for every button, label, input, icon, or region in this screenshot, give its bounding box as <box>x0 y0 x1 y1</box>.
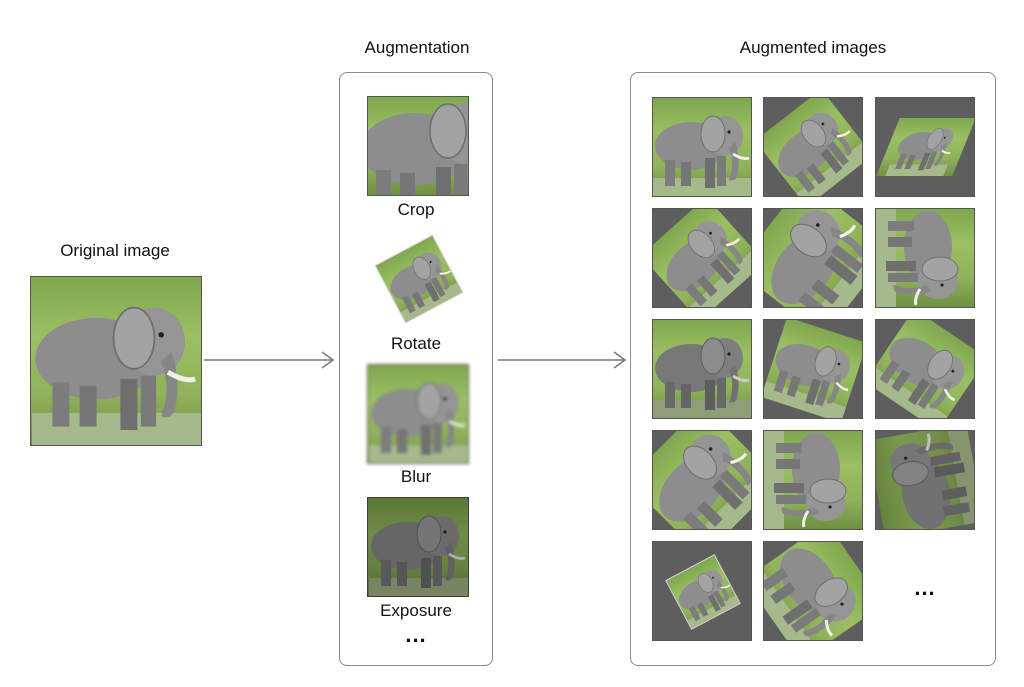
arrow-right-icon <box>498 351 627 369</box>
elephant-icon <box>764 431 863 530</box>
augmented-image <box>652 430 752 530</box>
elephant-icon <box>875 319 975 419</box>
elephant-icon <box>652 208 752 308</box>
augmentation-label-exposure: Exposure <box>380 601 452 620</box>
elephant-icon <box>876 209 975 308</box>
blur-example-image <box>367 364 469 464</box>
elephant-icon <box>367 96 469 196</box>
elephant-icon <box>368 365 469 464</box>
augmentation-label-crop: Crop <box>397 200 435 219</box>
augmented-images-panel <box>630 72 996 666</box>
augmented-image <box>875 319 975 419</box>
augmentation-title: Augmentation <box>364 38 470 57</box>
crop-example-image <box>367 96 469 196</box>
elephant-icon <box>876 118 975 176</box>
elephant-icon <box>763 541 863 641</box>
augmented-image <box>763 208 863 308</box>
augmented-image <box>763 430 863 530</box>
elephant-icon <box>875 430 975 530</box>
arrow-right-icon <box>204 351 335 369</box>
exposure-example-image <box>367 497 469 597</box>
rotate-example-image <box>372 234 464 324</box>
elephant-icon <box>653 320 752 419</box>
more-images-ellipsis: ... <box>914 575 936 600</box>
elephant-icon <box>653 98 752 197</box>
augmentation-label-blur: Blur <box>400 467 432 486</box>
elephant-icon <box>376 235 464 324</box>
augmented-image <box>763 319 863 419</box>
original-image-title: Original image <box>60 241 170 260</box>
augmented-image <box>875 97 975 197</box>
elephant-icon <box>31 277 202 446</box>
augmented-images-title: Augmented images <box>739 38 887 57</box>
augmented-image <box>652 208 752 308</box>
augmented-image <box>652 319 752 419</box>
augmented-image <box>875 208 975 308</box>
augmentation-label-rotate: Rotate <box>390 334 442 353</box>
elephant-icon <box>763 319 863 419</box>
augmented-image <box>763 541 863 641</box>
augmented-image <box>652 541 752 641</box>
more-augmentations-ellipsis: ... <box>405 622 427 647</box>
augmented-image <box>763 97 863 197</box>
elephant-icon <box>368 498 469 597</box>
augmented-image <box>652 97 752 197</box>
elephant-icon <box>763 97 863 197</box>
elephant-icon <box>763 208 863 308</box>
elephant-icon <box>666 555 740 630</box>
augmented-image <box>875 430 975 530</box>
elephant-icon <box>652 430 752 530</box>
augmentation-panel <box>339 72 493 666</box>
original-image <box>30 276 202 446</box>
